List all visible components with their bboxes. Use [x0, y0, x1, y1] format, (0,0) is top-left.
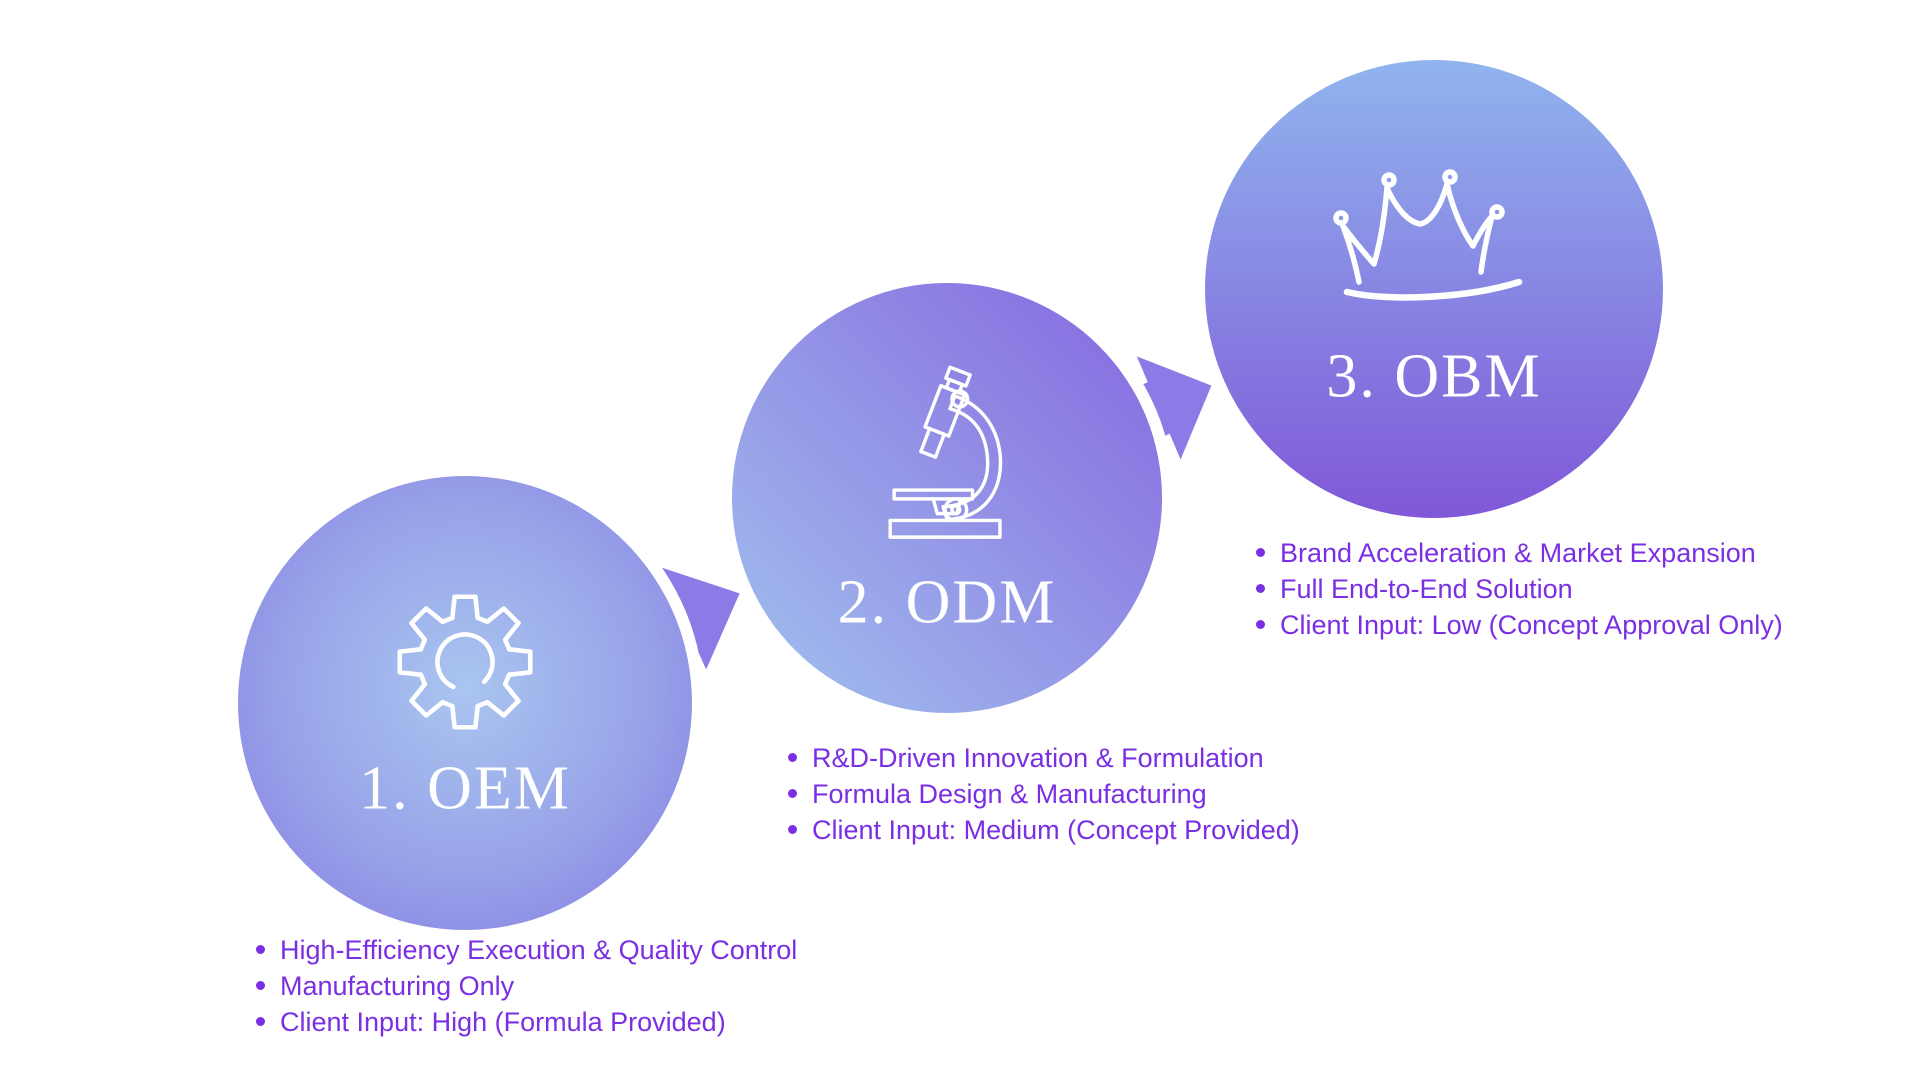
bullet-item: Brand Acceleration & Market Expansion — [1250, 535, 1783, 571]
bullet-item: Manufacturing Only — [250, 968, 797, 1004]
odm-bullet-list: R&D-Driven Innovation & Formulation Form… — [782, 740, 1300, 848]
oem-bullet-list: High-Efficiency Execution & Quality Cont… — [250, 932, 797, 1040]
stage-circle-obm: 3. OBM — [1205, 60, 1663, 518]
bullet-item: Client Input: Low (Concept Approval Only… — [1250, 607, 1783, 643]
bullet-item: Full End-to-End Solution — [1250, 571, 1783, 607]
bullet-item: High-Efficiency Execution & Quality Cont… — [250, 932, 797, 968]
gear-icon — [387, 584, 543, 740]
bullet-item: Client Input: Medium (Concept Provided) — [782, 812, 1300, 848]
bullet-item: R&D-Driven Innovation & Formulation — [782, 740, 1300, 776]
stage-circle-odm: 2. ODM — [732, 283, 1162, 713]
crown-icon — [1329, 166, 1539, 306]
stage-label-obm: 3. OBM — [1326, 342, 1542, 411]
bullet-item: Formula Design & Manufacturing — [782, 776, 1300, 812]
stage-label-odm: 2. ODM — [837, 568, 1057, 637]
obm-bullet-list: Brand Acceleration & Market Expansion Fu… — [1250, 535, 1783, 643]
bullet-item: Client Input: High (Formula Provided) — [250, 1004, 797, 1040]
microscope-icon — [884, 347, 1012, 543]
stage-label-oem: 1. OEM — [359, 754, 571, 823]
stage-circle-oem: 1. OEM — [238, 476, 692, 930]
